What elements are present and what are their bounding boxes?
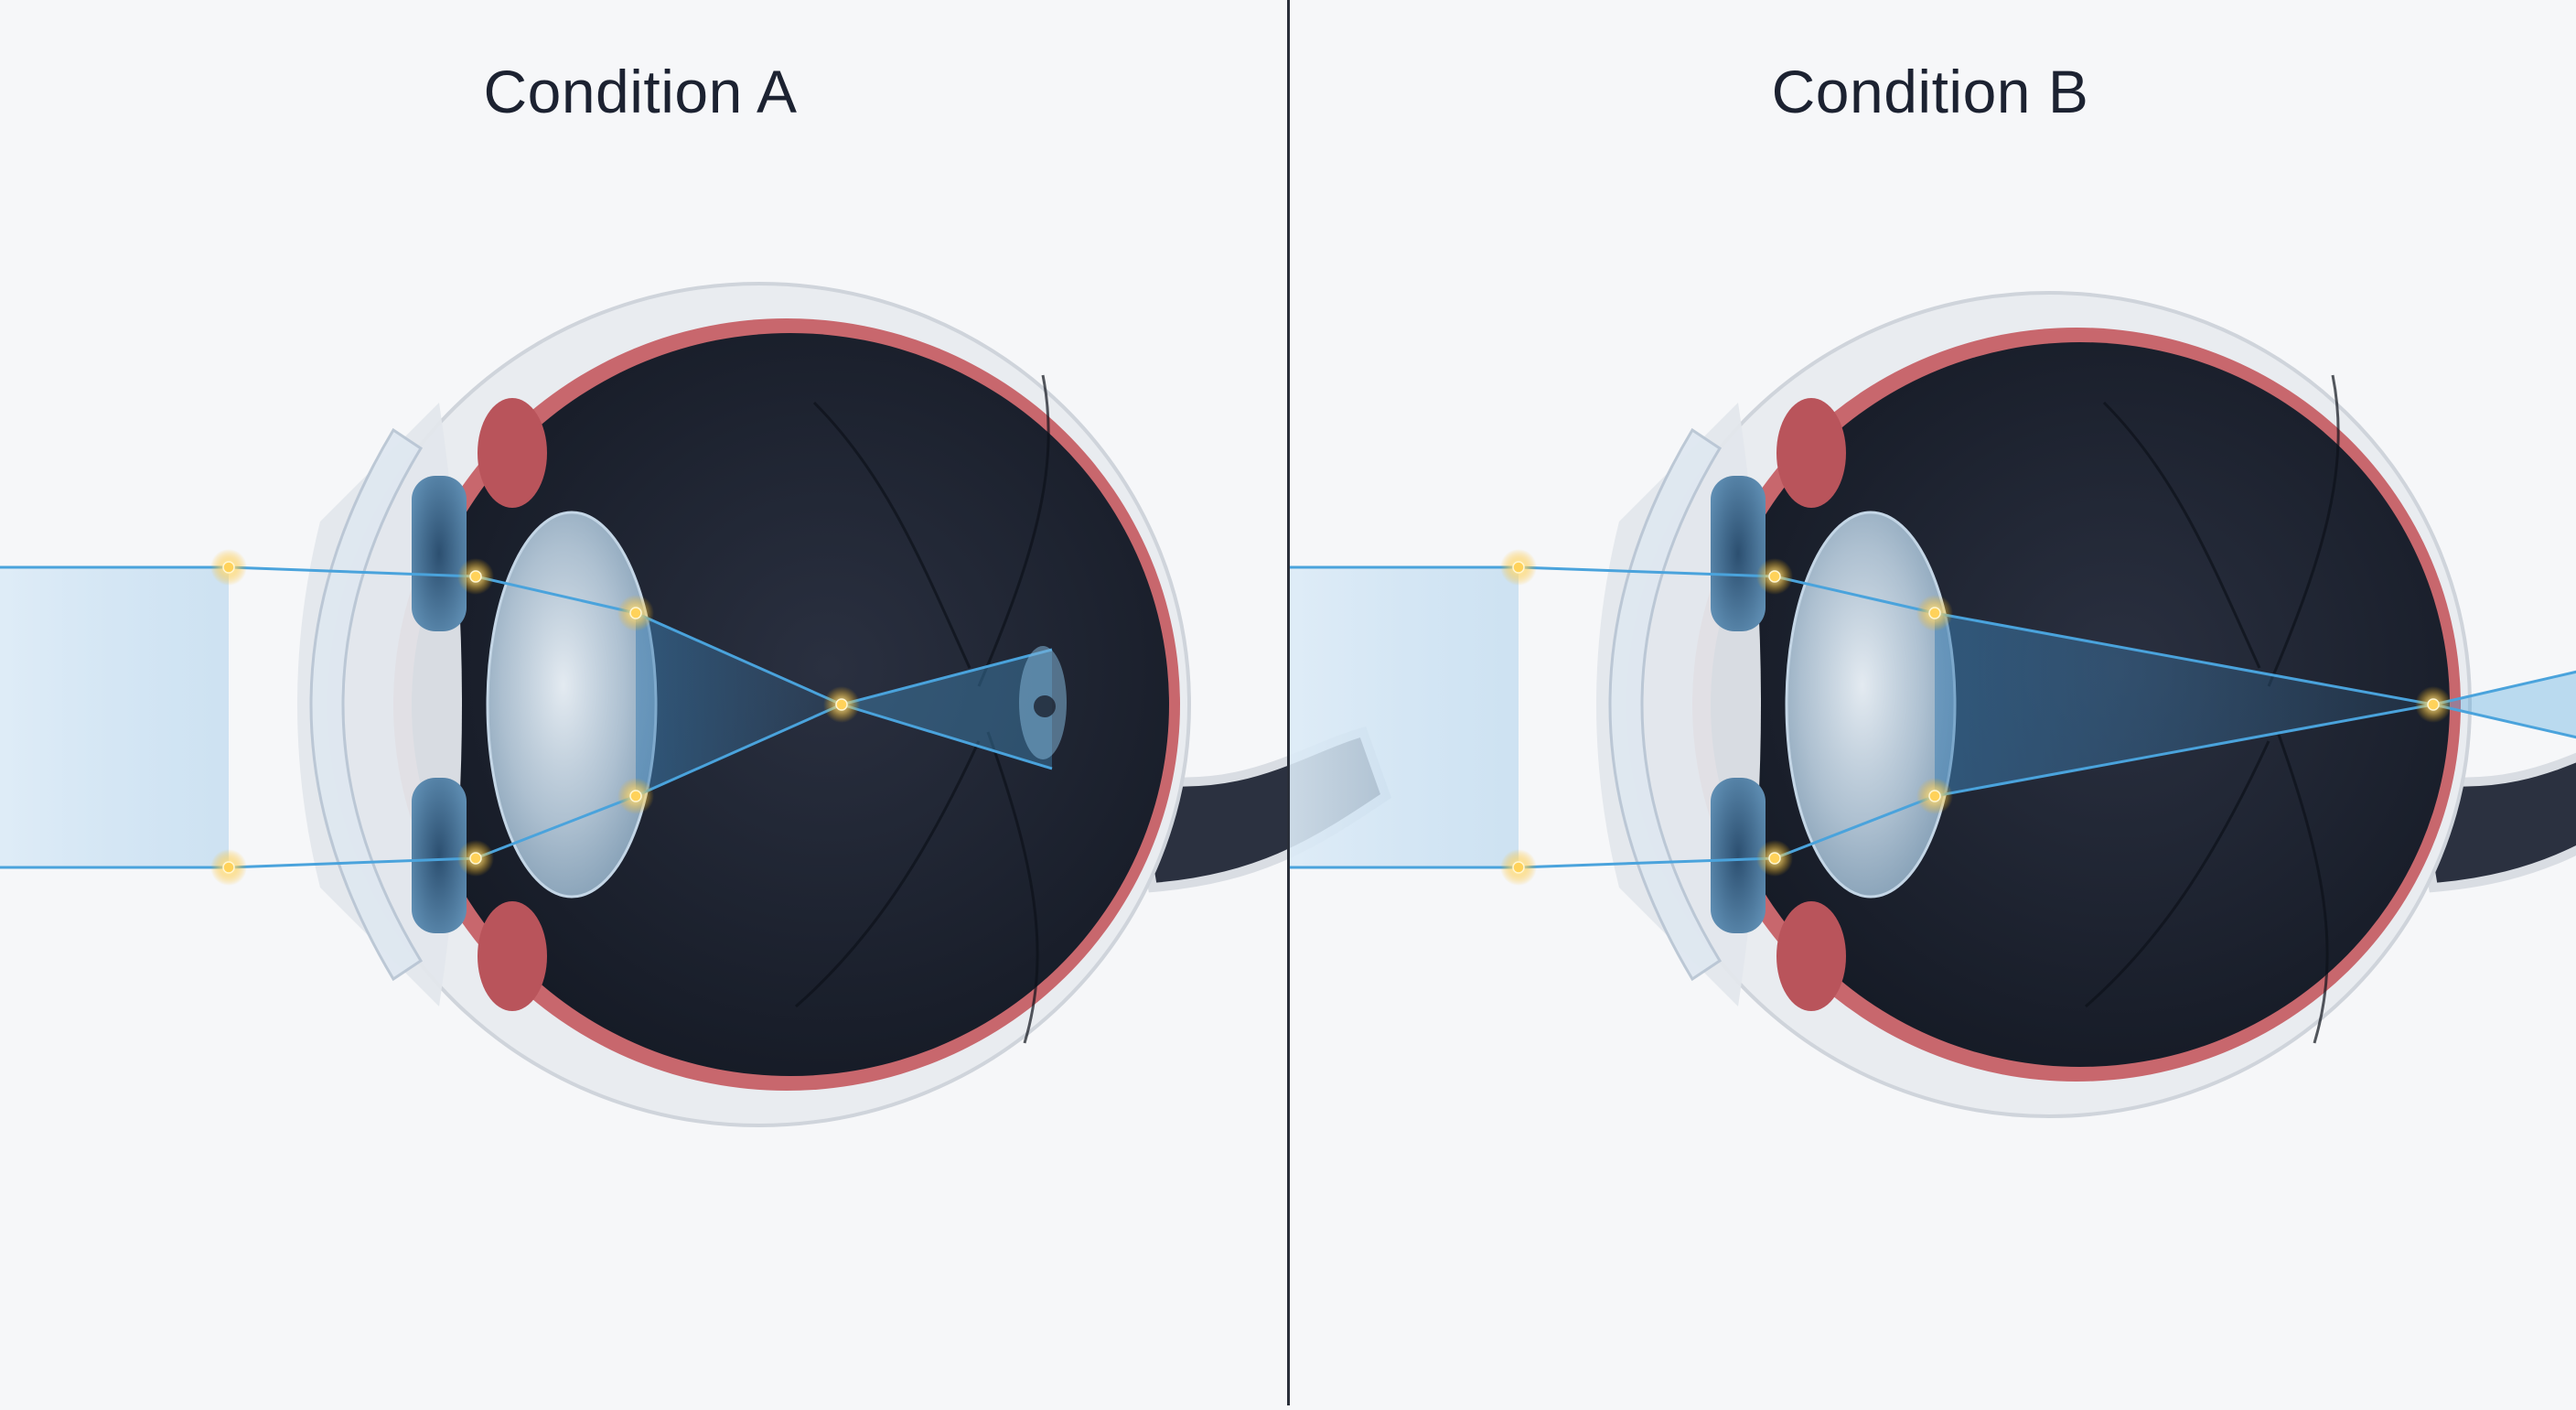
ray-lens-top xyxy=(475,575,637,615)
ray-lens-bottom xyxy=(475,794,637,860)
panel-divider xyxy=(1287,0,1290,1405)
incoming-light-beam xyxy=(1290,567,1519,867)
refraction-point-lens-top xyxy=(629,607,642,619)
retina-vessel-3 xyxy=(2085,740,2270,1008)
refraction-point-iris-top xyxy=(469,570,482,583)
retina-vessel-1 xyxy=(812,401,971,669)
iris-bottom xyxy=(1711,778,1766,933)
ray-converge-top xyxy=(635,611,843,706)
refraction-point-iris-bottom xyxy=(1768,852,1781,865)
diverging-cone xyxy=(2433,672,2576,737)
ray-diverge-bottom xyxy=(841,703,1053,770)
panel-a-eye xyxy=(0,282,1392,1127)
panel-b-title: Condition B xyxy=(1771,58,2089,125)
refraction-point-cornea-top xyxy=(222,561,235,574)
refraction-point-lens-top xyxy=(1928,607,1941,619)
refraction-point-cornea-top xyxy=(1512,561,1525,574)
ciliary-body-top xyxy=(478,398,547,508)
ray-cornea-top xyxy=(1518,565,1776,578)
iris-bottom xyxy=(412,778,467,933)
panel-a-title: Condition A xyxy=(483,58,798,125)
ray-cornea-bottom xyxy=(228,856,477,869)
incoming-light-beam xyxy=(0,567,229,867)
blur-spot-core xyxy=(1034,695,1056,717)
converging-cone xyxy=(636,613,842,796)
refraction-point-cornea-bottom xyxy=(222,861,235,874)
refraction-point-cornea-bottom xyxy=(1512,861,1525,874)
ray-cornea-top xyxy=(228,565,477,578)
ray-cornea-bottom xyxy=(1518,856,1776,869)
ray-converge-bottom xyxy=(1934,703,2434,798)
retina-vessel-2 xyxy=(977,374,1050,687)
ciliary-body-bottom xyxy=(1776,901,1846,1011)
ray-diverge-top xyxy=(2432,670,2576,706)
iris-top xyxy=(412,476,467,631)
ray-diverge-top xyxy=(841,648,1053,706)
iris-top xyxy=(1711,476,1766,631)
crystalline-lens xyxy=(1785,511,1957,899)
ray-diverge-bottom xyxy=(2432,703,2576,739)
crystalline-lens xyxy=(486,511,658,899)
retina-vessel-4 xyxy=(2276,731,2329,1044)
refraction-point-lens-bottom xyxy=(1928,790,1941,802)
cornea xyxy=(309,427,424,982)
retina-vessel-4 xyxy=(986,731,1039,1044)
ray-converge-top xyxy=(1934,611,2434,706)
focal-point xyxy=(2427,698,2440,711)
refraction-point-iris-top xyxy=(1768,570,1781,583)
ray-lens-top xyxy=(1774,575,1936,615)
ciliary-body-bottom xyxy=(478,901,547,1011)
retina-vessel-1 xyxy=(2102,401,2261,669)
diverging-cone xyxy=(842,650,1052,769)
refraction-point-lens-bottom xyxy=(629,790,642,802)
retina-vessel-2 xyxy=(2267,374,2340,687)
converging-cone xyxy=(1935,613,2433,796)
panel-b-eye xyxy=(1290,291,2576,1118)
cornea xyxy=(1608,427,1723,982)
refraction-point-iris-bottom xyxy=(469,852,482,865)
retina-vessel-3 xyxy=(795,740,981,1008)
ray-converge-bottom xyxy=(635,703,843,798)
focal-point xyxy=(835,698,848,711)
ray-lens-bottom xyxy=(1774,794,1936,860)
ciliary-body-top xyxy=(1776,398,1846,508)
